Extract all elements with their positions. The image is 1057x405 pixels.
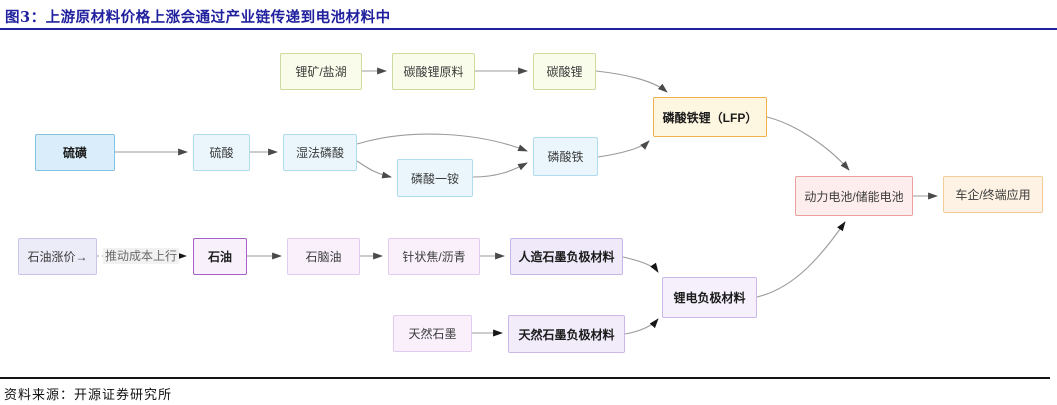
node-lfp: 磷酸铁锂（LFP） (653, 97, 767, 137)
source-note: 资料来源：开源证券研究所 (4, 388, 173, 403)
node-natural-graphite-anode: 天然石墨负极材料 (508, 315, 625, 353)
edge-lithium-anode-material-to-power-battery (756, 221, 846, 298)
node-sulfuric-acid: 硫酸 (193, 134, 250, 171)
node-natural-graphite: 天然石墨 (393, 315, 472, 352)
node-oil: 石油 (193, 238, 247, 275)
node-wet-phosphoric-acid: 湿法磷酸 (283, 134, 357, 171)
node-lithium-carbonate: 碳酸锂 (533, 53, 596, 90)
node-oil-price-rise: 石油涨价→ (18, 238, 97, 275)
edge-artificial-graphite-anode-to-lithium-anode-material (622, 256, 659, 273)
node-power-battery: 动力电池/储能电池 (795, 176, 913, 216)
edge-label-oil-price-rise-to-oil: 推动成本上行 (102, 248, 180, 264)
figure-title: 图3：上游原材料价格上涨会通过产业链传递到电池材料中 (5, 9, 391, 26)
node-needle-coke-pitch: 针状焦/沥青 (388, 238, 480, 275)
node-lithium-carbonate-raw: 碳酸锂原料 (392, 53, 475, 90)
footer-divider (0, 377, 1050, 379)
edge-monoammonium-phosphate-to-iron-phosphate (472, 162, 528, 178)
title-underline (0, 28, 1057, 30)
node-naphtha: 石脑油 (287, 238, 360, 275)
node-lithium-ore: 锂矿/盐湖 (280, 53, 362, 90)
edge-iron-phosphate-to-lfp (597, 140, 650, 158)
edge-lfp-to-power-battery (766, 116, 850, 171)
edge-natural-graphite-anode-to-lithium-anode-material (624, 318, 659, 335)
node-iron-phosphate: 磷酸铁 (533, 137, 598, 176)
edge-wet-phosphoric-acid-to-iron-phosphate (356, 133, 528, 152)
edge-lithium-carbonate-to-lfp (595, 70, 668, 93)
node-sulfur: 硫磺 (35, 134, 115, 171)
node-lithium-anode-material: 锂电负极材料 (662, 277, 757, 318)
node-oem-terminal: 车企/终端应用 (943, 176, 1043, 213)
node-monoammonium-phosphate: 磷酸一铵 (397, 159, 473, 197)
edge-wet-phosphoric-acid-to-monoammonium-phosphate (356, 160, 392, 179)
node-artificial-graphite-anode: 人造石墨负极材料 (510, 238, 623, 275)
